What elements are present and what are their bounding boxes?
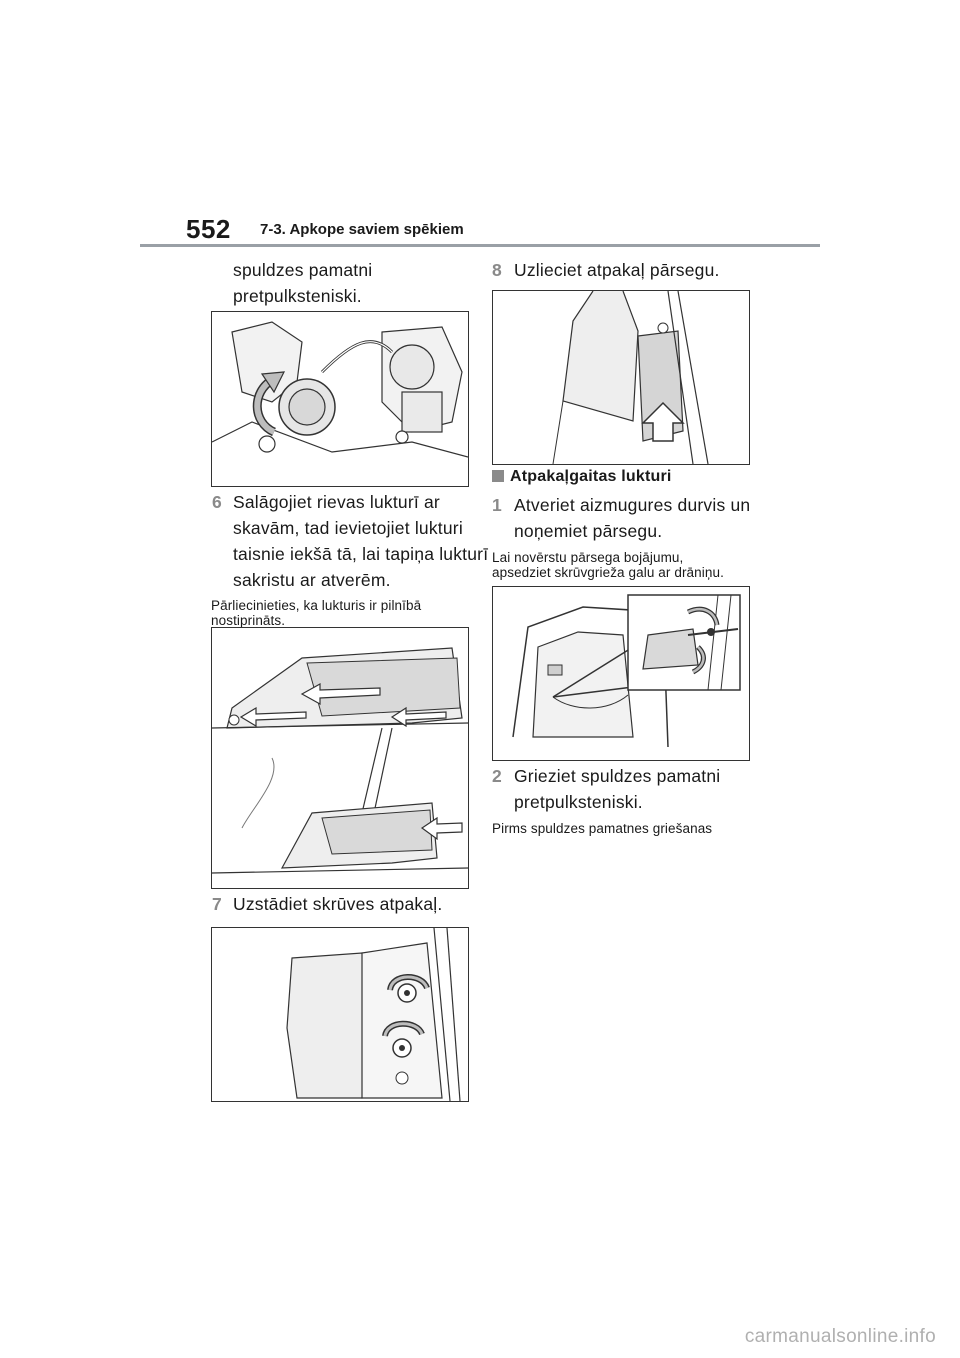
section-title: 7-3. Apkope saviem spēkiem bbox=[260, 221, 464, 238]
watermark: carmanualsonline.info bbox=[744, 1326, 936, 1347]
step-6-number: 6 bbox=[212, 492, 222, 512]
figure-install-screws bbox=[211, 927, 469, 1102]
step-7-number: 7 bbox=[212, 894, 222, 914]
step-6-line4: sakristu ar atverēm. bbox=[233, 570, 391, 590]
step-1-number: 1 bbox=[492, 495, 502, 515]
step-2-line1: Grieziet spuldzes pamatni bbox=[514, 766, 721, 786]
step-6-line1: Salāgojiet rievas lukturī ar bbox=[233, 492, 440, 512]
reinstall-cover-illustration bbox=[493, 291, 749, 464]
figure-remove-cover bbox=[492, 586, 750, 761]
step-8-text: Uzlieciet atpakaļ pārsegu. bbox=[514, 260, 720, 280]
step-2-line2: pretpulksteniski. bbox=[514, 792, 643, 812]
step-1-line2: noņemiet pārsegu. bbox=[514, 521, 663, 541]
page-number: 552 bbox=[186, 214, 231, 244]
square-bullet-icon bbox=[492, 470, 504, 482]
right-note-line1: Lai novērstu pārsega bojājumu, bbox=[492, 550, 684, 565]
section-heading-reverse-lights: Atpakaļgaitas lukturi bbox=[492, 468, 672, 486]
note-line2: nostiprināts. bbox=[211, 613, 286, 628]
install-screws-illustration bbox=[212, 928, 468, 1101]
step-7-text: Uzstādiet skrūves atpakaļ. bbox=[233, 894, 443, 914]
step-2-number: 2 bbox=[492, 766, 502, 786]
continuation-text-line2: pretpulksteniski. bbox=[233, 286, 362, 306]
trailing-note: Pirms spuldzes pamatnes griešanas bbox=[492, 821, 713, 836]
remove-cover-illustration bbox=[493, 587, 749, 760]
light-alignment-illustration bbox=[212, 628, 468, 888]
bulb-rotation-illustration bbox=[212, 312, 468, 486]
step-1-line1: Atveriet aizmugures durvis un bbox=[514, 495, 751, 515]
figure-light-alignment bbox=[211, 627, 469, 889]
figure-reinstall-cover bbox=[492, 290, 750, 465]
step-6-line3: taisnie iekšā tā, lai tapiņa lukturī bbox=[233, 544, 489, 564]
step-6-line2: skavām, tad ievietojiet lukturi bbox=[233, 518, 463, 538]
note-line1: Pārliecinieties, ka lukturis ir pilnībā bbox=[211, 598, 422, 613]
figure-bulb-rotation bbox=[211, 311, 469, 487]
header-rule bbox=[140, 244, 820, 247]
right-note-line2: apsedziet skrūvgrieža galu ar drāniņu. bbox=[492, 565, 724, 580]
continuation-text-line1: spuldzes pamatni bbox=[233, 260, 373, 280]
step-8-number: 8 bbox=[492, 260, 502, 280]
section-heading-text: Atpakaļgaitas lukturi bbox=[510, 468, 672, 485]
